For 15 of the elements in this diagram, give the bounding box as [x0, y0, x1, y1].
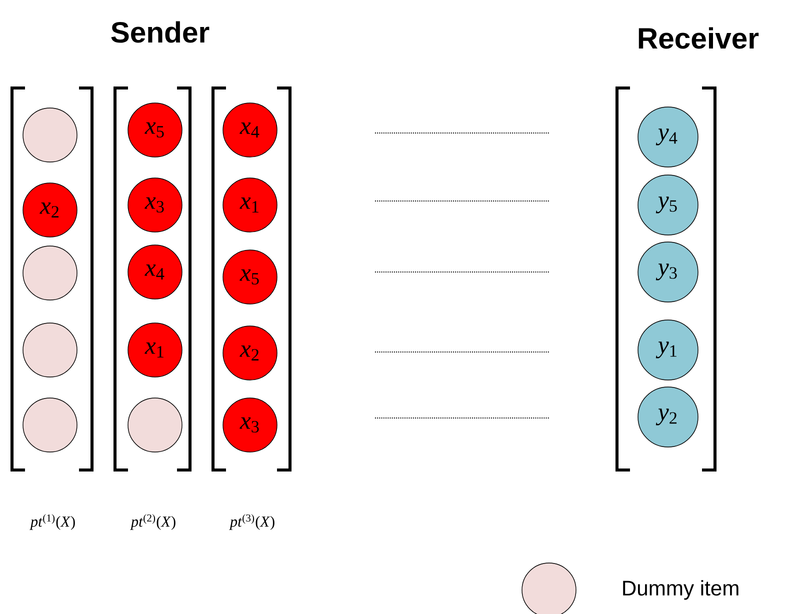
empty-circle — [22, 246, 78, 300]
empty-circle — [22, 398, 78, 452]
heading: Sender — [111, 21, 210, 43]
column-caption: pt$^{(3)}$(X) — [229, 514, 274, 530]
empty-circle — [22, 108, 78, 162]
bracket-drawing — [211, 86, 292, 472]
heading: Receiver — [638, 27, 759, 49]
bracket-drawing — [615, 86, 717, 472]
bracket-drawing — [113, 86, 192, 472]
column-caption: pt$^{(2)}$(X) — [130, 514, 176, 530]
empty-circle — [22, 322, 78, 378]
column-caption: pt$^{(1)}$(X) — [30, 514, 75, 530]
legend-text: Dummy item — [623, 580, 738, 600]
bracket-drawing — [10, 86, 94, 472]
empty-circle — [128, 398, 182, 452]
